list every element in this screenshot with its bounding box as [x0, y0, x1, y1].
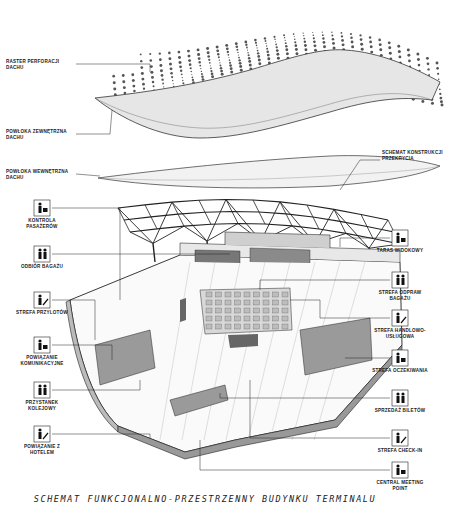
- zone-label: ODBIÓR BAGAŻU: [12, 264, 72, 270]
- zone-label: CENTRAL MEETING POINT: [370, 480, 430, 491]
- zone-label: STREFA OCZEKIWANIA: [370, 368, 430, 374]
- layer-label: RASTER PERFORACJI DACHU: [6, 59, 74, 70]
- zone-label: STREFA PRZYLOTÓW: [12, 310, 72, 316]
- layer-label: POWŁOKA ZEWNĘTRZNA DACHU: [6, 129, 74, 140]
- pictograms: [34, 200, 408, 478]
- leader-lines: [52, 64, 390, 470]
- zone-label: POWIĄZANIE Z HOTELEM: [12, 444, 72, 455]
- zone-label: TARAS WIDOKOWY: [370, 248, 430, 254]
- zone-label: SPRZEDAŻ BILETÓW: [370, 408, 430, 414]
- zone-label: KONTROLA PASAŻERÓW: [12, 218, 72, 229]
- zone-label: STREFA ODPRAW BAGAŻU: [370, 290, 430, 301]
- diagram-title: SCHEMAT FUNKCJONALNO-PRZESTRZENNY BUDYNK…: [34, 494, 377, 504]
- terminal-floor: [66, 232, 402, 459]
- layer-label: SCHEMAT KONSTRUKCJI PRZEKRYCIA: [382, 150, 444, 161]
- zone-label: STREFA CHECK-IN: [370, 448, 430, 454]
- zone-label: POWIĄZANIE KOMUNIKACYJNE: [12, 355, 72, 366]
- outer-roof-shell: [95, 50, 440, 138]
- layer-label: POWŁOKA WEWNĘTRZNA DACHU: [6, 169, 74, 180]
- zone-label: STREFA HANDLOWO-USŁUGOWA: [370, 328, 430, 339]
- roof-structure: [118, 199, 400, 262]
- zone-label: PRZYSTANEK KOLEJOWY: [12, 400, 72, 411]
